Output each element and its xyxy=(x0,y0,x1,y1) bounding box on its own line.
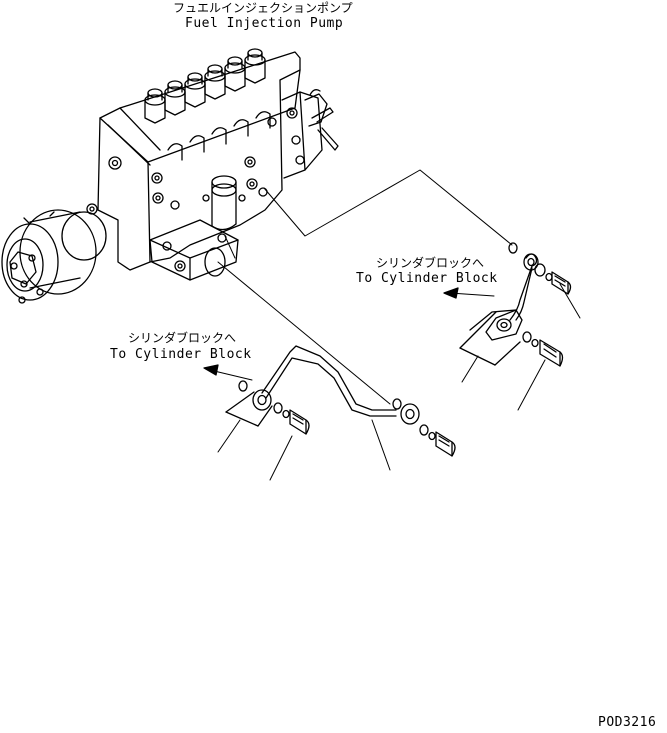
fuel-injection-pump xyxy=(2,49,338,303)
drawing-code: POD3216 xyxy=(598,715,657,730)
washer-icon xyxy=(509,243,517,253)
right-oil-tube-assembly xyxy=(444,243,580,410)
block-label-left-jp: シリンダブロックへ xyxy=(128,331,237,345)
pump-label-en: Fuel Injection Pump xyxy=(185,16,344,31)
washer-icon xyxy=(523,332,531,342)
washer-icon xyxy=(393,399,401,409)
pump-label-jp: フュエルインジェクションポンプ xyxy=(173,1,353,15)
left-oil-tube-assembly xyxy=(204,346,455,480)
block-label-right-en: To Cylinder Block xyxy=(356,271,498,286)
block-label-right-jp: シリンダブロックへ xyxy=(376,256,485,270)
leader-lines xyxy=(218,170,512,404)
washer-icon xyxy=(239,381,247,391)
block-label-left-en: To Cylinder Block xyxy=(110,347,252,362)
